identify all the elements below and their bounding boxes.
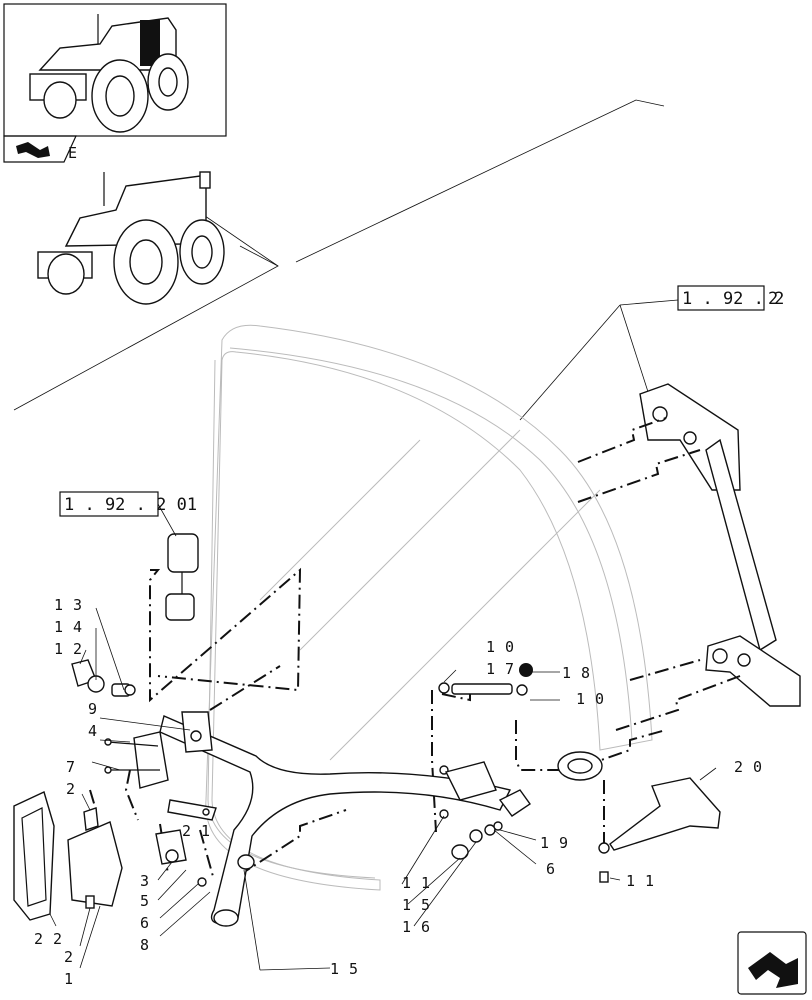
callout-18: 1 8 <box>562 664 591 682</box>
part-upper-plug <box>165 533 199 621</box>
callout-15-mid: 1 5 <box>402 896 431 914</box>
reference-upper[interactable]: 1 . 92 . 2 2 <box>519 285 784 421</box>
callout-17: 1 7 <box>486 660 515 678</box>
callout-12: 1 2 <box>54 640 83 658</box>
hinge-lower <box>705 635 801 707</box>
callout-1: 1 <box>64 970 74 988</box>
callout-9: 9 <box>88 700 98 718</box>
hinge-frame-rail <box>705 438 777 652</box>
part-latch-set <box>71 659 136 697</box>
grab-handle <box>159 715 512 927</box>
part-grommet <box>557 751 603 781</box>
callout-14: 1 4 <box>54 618 83 636</box>
part-gas-strut <box>438 663 533 819</box>
callout-11-left: 1 1 <box>402 874 431 892</box>
callout-13: 1 3 <box>54 596 83 614</box>
callout-3: 3 <box>140 872 150 890</box>
perspective-lines <box>13 99 665 411</box>
callout-labels: 1 3 1 4 1 2 9 4 7 2 2 1 3 5 6 8 2 2 2 1 … <box>34 596 763 988</box>
door-glass <box>205 324 653 891</box>
reference-left-text: 1 . 92 . 2 01 <box>64 495 197 515</box>
assembly-lines <box>89 417 741 881</box>
tractor-thumbnail <box>3 3 227 137</box>
arrow-tab-icon <box>16 142 50 158</box>
corner-tab[interactable]: E <box>3 135 78 163</box>
part-latch-plate <box>167 799 217 821</box>
callout-8: 8 <box>140 936 150 954</box>
callout-7: 7 <box>66 758 76 776</box>
callout-21: 2 1 <box>182 822 211 840</box>
callout-2-upper: 2 <box>66 780 76 798</box>
leader-lines <box>49 607 717 971</box>
svg-text:2: 2 <box>768 289 778 309</box>
callout-6-left: 6 <box>140 914 150 932</box>
part-lever <box>155 829 207 887</box>
part-trim <box>13 791 55 921</box>
callout-5: 5 <box>140 892 150 910</box>
navigation-arrow-icon[interactable] <box>737 931 807 995</box>
tractor-thumbnail-illustration <box>29 14 189 133</box>
part-latch-bracket <box>104 731 169 789</box>
part-cover <box>67 807 123 909</box>
callout-4: 4 <box>88 722 98 740</box>
callout-15-bottom: 1 5 <box>330 960 359 978</box>
part-washers <box>237 829 483 870</box>
callout-2-lower: 2 <box>64 948 74 966</box>
reference-left[interactable]: 1 . 92 . 2 01 <box>59 491 197 537</box>
callout-20: 2 0 <box>734 758 763 776</box>
part-bracket <box>444 761 531 836</box>
corner-tab-letter: E <box>68 144 78 162</box>
callout-16: 1 6 <box>402 918 431 936</box>
callout-6-right: 6 <box>546 860 556 878</box>
tractor-illustration <box>37 171 225 305</box>
callout-22: 2 2 <box>34 930 63 948</box>
part-mirror-arm <box>598 777 721 883</box>
part-plate <box>181 711 213 753</box>
reference-upper-text: 1 . 92 . 2 <box>682 289 784 309</box>
callout-10-right: 1 0 <box>576 690 605 708</box>
callout-19: 1 9 <box>540 834 569 852</box>
callout-11-right: 1 1 <box>626 872 655 890</box>
callout-10-upper: 1 0 <box>486 638 515 656</box>
